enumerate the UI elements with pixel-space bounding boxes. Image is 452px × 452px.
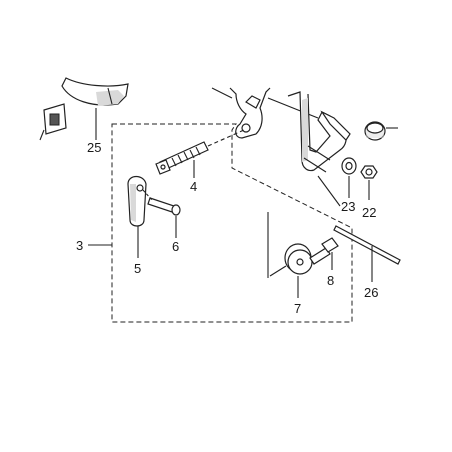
part-26-rod <box>333 225 401 282</box>
callout-6: 6 <box>172 239 180 254</box>
callout-22: 22 <box>362 205 377 220</box>
callout-3: 3 <box>76 238 84 253</box>
part-6-pin <box>142 189 181 238</box>
part-5-clevis <box>127 175 147 258</box>
part-23-washer <box>341 157 357 175</box>
callout-7: 7 <box>294 301 302 316</box>
callout-26: 26 <box>364 285 379 300</box>
part-7-knob <box>267 212 313 298</box>
part-22-nut <box>360 165 378 179</box>
callout-5: 5 <box>134 261 142 276</box>
callout-4: 4 <box>190 179 198 194</box>
part-25-housing <box>39 77 129 141</box>
upper-cap-nut <box>364 121 398 141</box>
callout-8: 8 <box>327 273 335 288</box>
part-8-bolt <box>309 237 339 270</box>
part-4-threaded-rod <box>155 129 245 178</box>
callout-25: 25 <box>87 140 102 155</box>
callout-23: 23 <box>341 199 356 214</box>
part-3-group-box <box>111 123 353 323</box>
steering-arm <box>287 91 351 207</box>
